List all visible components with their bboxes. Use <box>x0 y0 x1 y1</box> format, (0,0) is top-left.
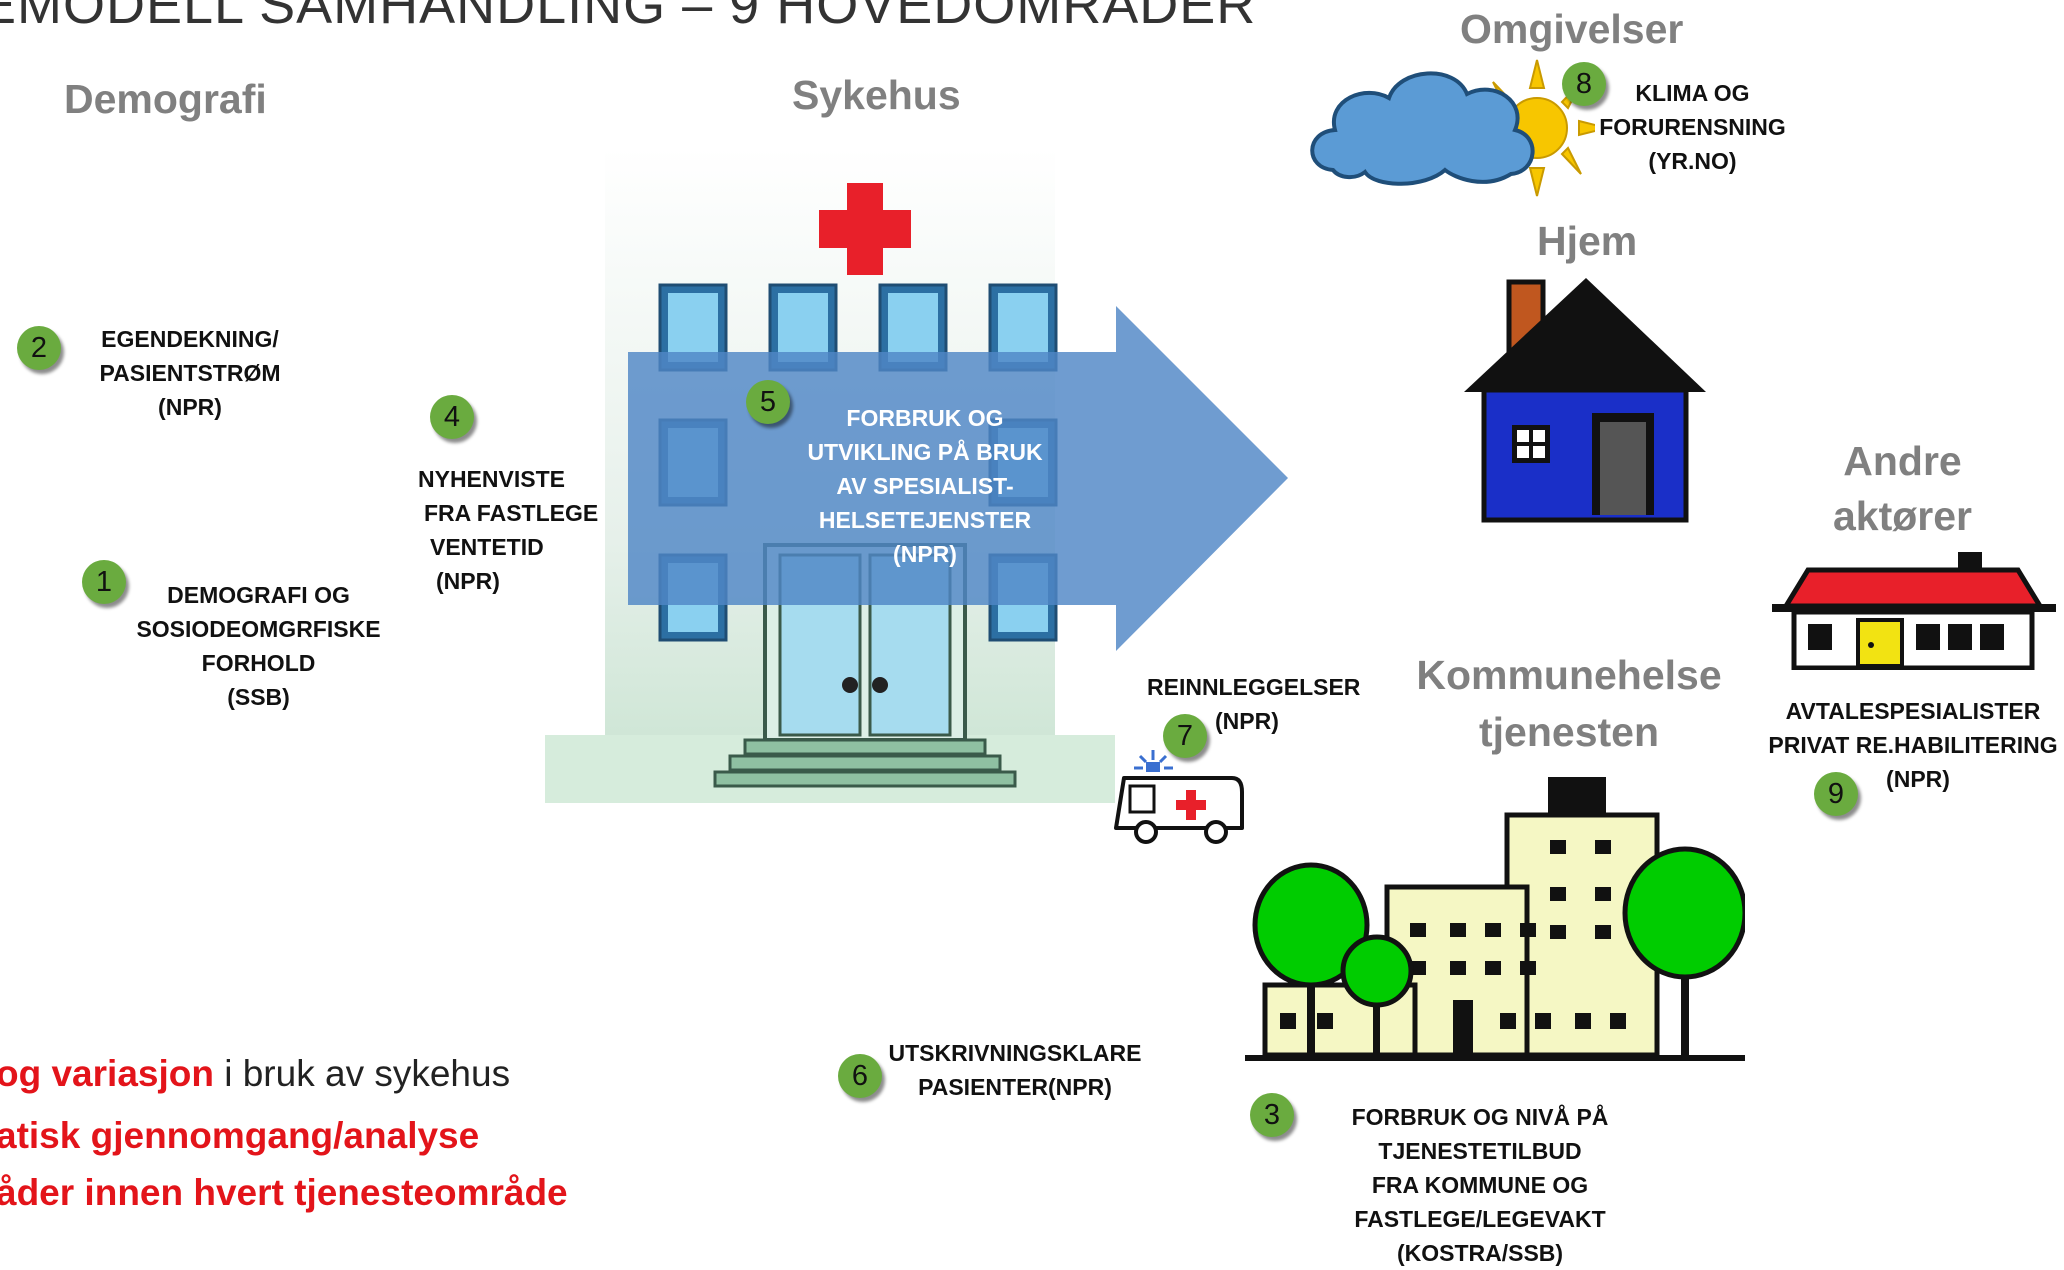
red-cross-horizontal <box>819 210 911 248</box>
area-5-badge: 5 <box>746 380 790 424</box>
bottom-line-1-rest: i bruk av sykehus <box>213 1053 511 1094</box>
area-4-badge: 4 <box>430 395 474 439</box>
municipal-building-icon <box>1245 777 1745 1061</box>
area-5-line: AV SPESIALIST- <box>836 473 1014 499</box>
area-4-line: NYHENVISTE <box>418 466 565 492</box>
area-5-line: (NPR) <box>893 541 957 567</box>
area-2-line: (NPR) <box>158 394 222 420</box>
area-2-badge: 2 <box>17 326 61 370</box>
area-3-label: FORBRUK OG NIVÅ PÅ TJENESTETILBUD FRA KO… <box>1330 1100 1630 1270</box>
area-6-label: UTSKRIVNINGSKLARE PASIENTER(NPR) <box>880 1036 1150 1104</box>
area-5-label: FORBRUK OG UTVIKLING PÅ BRUK AV SPESIALI… <box>790 401 1060 571</box>
area-7-label-line1: REINNLEGGELSER <box>1147 674 1361 700</box>
area-8-line: (YR.NO) <box>1648 148 1737 174</box>
area-8-badge: 8 <box>1562 62 1606 106</box>
area-9-label: AVTALESPESIALISTER PRIVAT RE.HABILITERIN… <box>1762 694 2064 796</box>
area-1-line: FORHOLD <box>201 650 316 676</box>
flow-arrow <box>628 306 1288 651</box>
heading-andre-line1: Andre <box>1843 438 1962 484</box>
area-3-line: (KOSTRA/SSB) <box>1396 1240 1564 1266</box>
area-8-label: KLIMA OG FORURENSNING (YR.NO) <box>1580 76 1805 178</box>
area-4-label: NYHENVISTE FRA FASTLEGE VENTETID (NPR) <box>418 462 618 598</box>
ambulance-icon <box>1114 750 1244 844</box>
weather-icon <box>1310 59 1595 197</box>
area-9-line: AVTALESPESIALISTER <box>1785 698 2041 724</box>
area-8-line: FORURENSNING <box>1599 114 1786 140</box>
heading-andre: Andre aktører <box>1820 438 1985 540</box>
area-3-line: FASTLEGE/LEGEVAKT <box>1354 1206 1606 1232</box>
home-icon <box>1464 278 1706 523</box>
heading-hjem: Hjem <box>1537 218 1638 264</box>
area-8-line: KLIMA OG <box>1635 80 1750 106</box>
area-5-line: FORBRUK OG <box>846 405 1004 431</box>
area-2-line: EGENDEKNING/ <box>101 326 279 352</box>
area-4-line: VENTETID <box>430 534 544 560</box>
clinic-icon <box>1772 552 2056 670</box>
bottom-line-1-emphasis: og variasjon <box>0 1053 214 1094</box>
area-1-line: SOSIODEOMGRFISKE <box>136 616 381 642</box>
area-9-badge: 9 <box>1814 772 1858 816</box>
area-9-line: (NPR) <box>1886 766 1950 792</box>
area-3-badge: 3 <box>1250 1093 1294 1137</box>
heading-sykehus: Sykehus <box>792 72 961 118</box>
area-9-line: PRIVAT RE.HABILITERING <box>1768 732 2058 758</box>
area-6-line: UTSKRIVNINGSKLARE <box>888 1040 1142 1066</box>
area-3-line: TJENESTETILBUD <box>1378 1138 1582 1164</box>
area-2-line: PASIENTSTRØM <box>99 360 281 386</box>
bottom-line-2: atisk gjennomgang/analyse <box>0 1115 480 1156</box>
area-4-line: (NPR) <box>436 568 500 594</box>
area-1-badge: 1 <box>82 560 126 604</box>
area-1-line: DEMOGRAFI OG <box>167 582 350 608</box>
area-7-badge: 7 <box>1163 714 1207 758</box>
area-7-label-line2: (NPR) <box>1215 708 1279 734</box>
heading-omgivelser: Omgivelser <box>1460 6 1684 52</box>
area-6-badge: 6 <box>838 1054 882 1098</box>
area-1-label: DEMOGRAFI OG SOSIODEOMGRFISKE FORHOLD (S… <box>126 578 391 714</box>
area-3-line: FRA KOMMUNE OG <box>1371 1172 1589 1198</box>
bottom-line-1: og variasjon i bruk av sykehus <box>0 1053 510 1095</box>
area-1-line: (SSB) <box>227 684 290 710</box>
bottom-line-3: åder innen hvert tjenesteområde <box>0 1172 568 1213</box>
cloud-icon <box>1310 71 1535 186</box>
heading-kommune-line2: tjenesten <box>1479 709 1659 755</box>
area-3-line: FORBRUK OG NIVÅ PÅ <box>1351 1104 1609 1130</box>
heading-kommune-line1: Kommunehelse <box>1416 652 1722 698</box>
area-6-line: PASIENTER(NPR) <box>918 1074 1112 1100</box>
area-5-line: UTVIKLING PÅ BRUK <box>807 439 1043 465</box>
heading-andre-line2: aktører <box>1832 493 1972 539</box>
heading-demografi: Demografi <box>64 76 267 122</box>
area-5-line: HELSETEJENSTER <box>818 507 1032 533</box>
area-4-line: FRA FASTLEGE <box>424 500 599 526</box>
heading-kommunehelse: Kommunehelse tjenesten <box>1404 652 1734 756</box>
page-title: EMODELL SAMHANDLING – 9 HOVEDOMRÅDER <box>0 0 1257 35</box>
area-2-label: EGENDEKNING/ PASIENTSTRØM (NPR) <box>70 322 310 424</box>
